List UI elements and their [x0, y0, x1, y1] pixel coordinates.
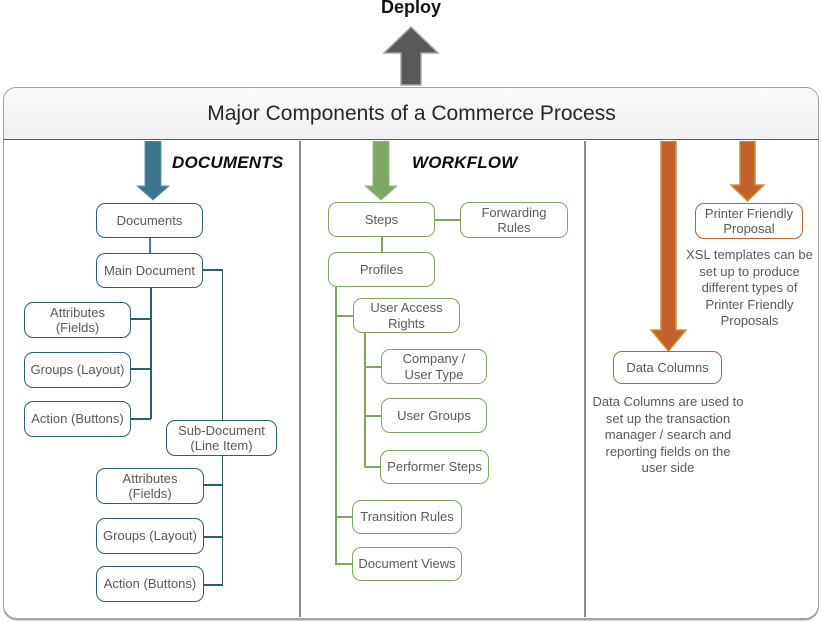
column-divider-2	[584, 141, 586, 617]
connector	[335, 315, 353, 317]
connector	[149, 238, 151, 253]
node-data-columns: Data Columns	[613, 351, 722, 384]
node-main-document: Main Document	[96, 253, 203, 288]
node-groups-layout-main: Groups (Layout)	[24, 352, 131, 388]
connector	[335, 563, 352, 565]
node-steps: Steps	[328, 202, 435, 237]
node-transition-rules: Transition Rules	[352, 500, 462, 534]
node-profiles: Profiles	[328, 252, 435, 287]
workflow-down-arrow-icon	[364, 141, 398, 201]
deploy-up-arrow-icon	[383, 26, 439, 86]
connector	[221, 456, 223, 585]
connector	[131, 418, 151, 420]
title-band	[3, 87, 819, 140]
connector	[381, 237, 383, 252]
node-printer-friendly-proposal: Printer Friendly Proposal	[695, 203, 803, 239]
connector	[131, 318, 151, 320]
column-divider-1	[299, 141, 301, 617]
node-company-user-type: Company / User Type	[381, 349, 487, 384]
connector	[131, 368, 151, 370]
node-document-views: Document Views	[352, 547, 462, 581]
node-documents: Documents	[96, 203, 203, 238]
workflow-column-header: WORKFLOW	[412, 153, 518, 172]
node-groups-layout-sub: Groups (Layout)	[96, 518, 204, 554]
connector	[364, 333, 366, 467]
node-action-buttons-main: Action (Buttons)	[24, 401, 131, 437]
data-columns-note: Data Columns are used to set up the tran…	[592, 394, 744, 475]
documents-column-header: DOCUMENTS	[172, 153, 284, 172]
documents-down-arrow-icon	[136, 141, 170, 201]
connector	[221, 269, 223, 420]
connector	[204, 584, 223, 586]
connector	[203, 269, 223, 271]
node-action-buttons-sub: Action (Buttons)	[96, 566, 204, 602]
connector	[150, 288, 152, 419]
connector	[364, 366, 381, 368]
printer-friendly-down-arrow-icon	[730, 141, 765, 202]
node-performer-steps: Performer Steps	[380, 450, 489, 484]
data-columns-down-arrow-icon	[650, 141, 687, 352]
connector	[364, 415, 381, 417]
connector	[364, 466, 380, 468]
node-forwarding-rules: Forwarding Rules	[460, 202, 568, 238]
node-sub-document: Sub-Document (Line Item)	[166, 420, 277, 456]
diagram-title: Major Components of a Commerce Process	[207, 102, 616, 125]
connector	[204, 484, 223, 486]
connector	[204, 536, 223, 538]
node-attributes-fields-main: Attributes (Fields)	[24, 302, 131, 338]
node-user-groups: User Groups	[381, 398, 487, 433]
connector	[335, 287, 337, 564]
connector	[335, 516, 352, 518]
xsl-templates-note: XSL templates can be set up to produce d…	[686, 247, 813, 328]
node-attributes-fields-sub: Attributes (Fields)	[96, 468, 204, 504]
connector	[435, 219, 460, 221]
deploy-label: Deploy	[380, 0, 441, 17]
node-user-access-rights: User Access Rights	[353, 298, 460, 333]
